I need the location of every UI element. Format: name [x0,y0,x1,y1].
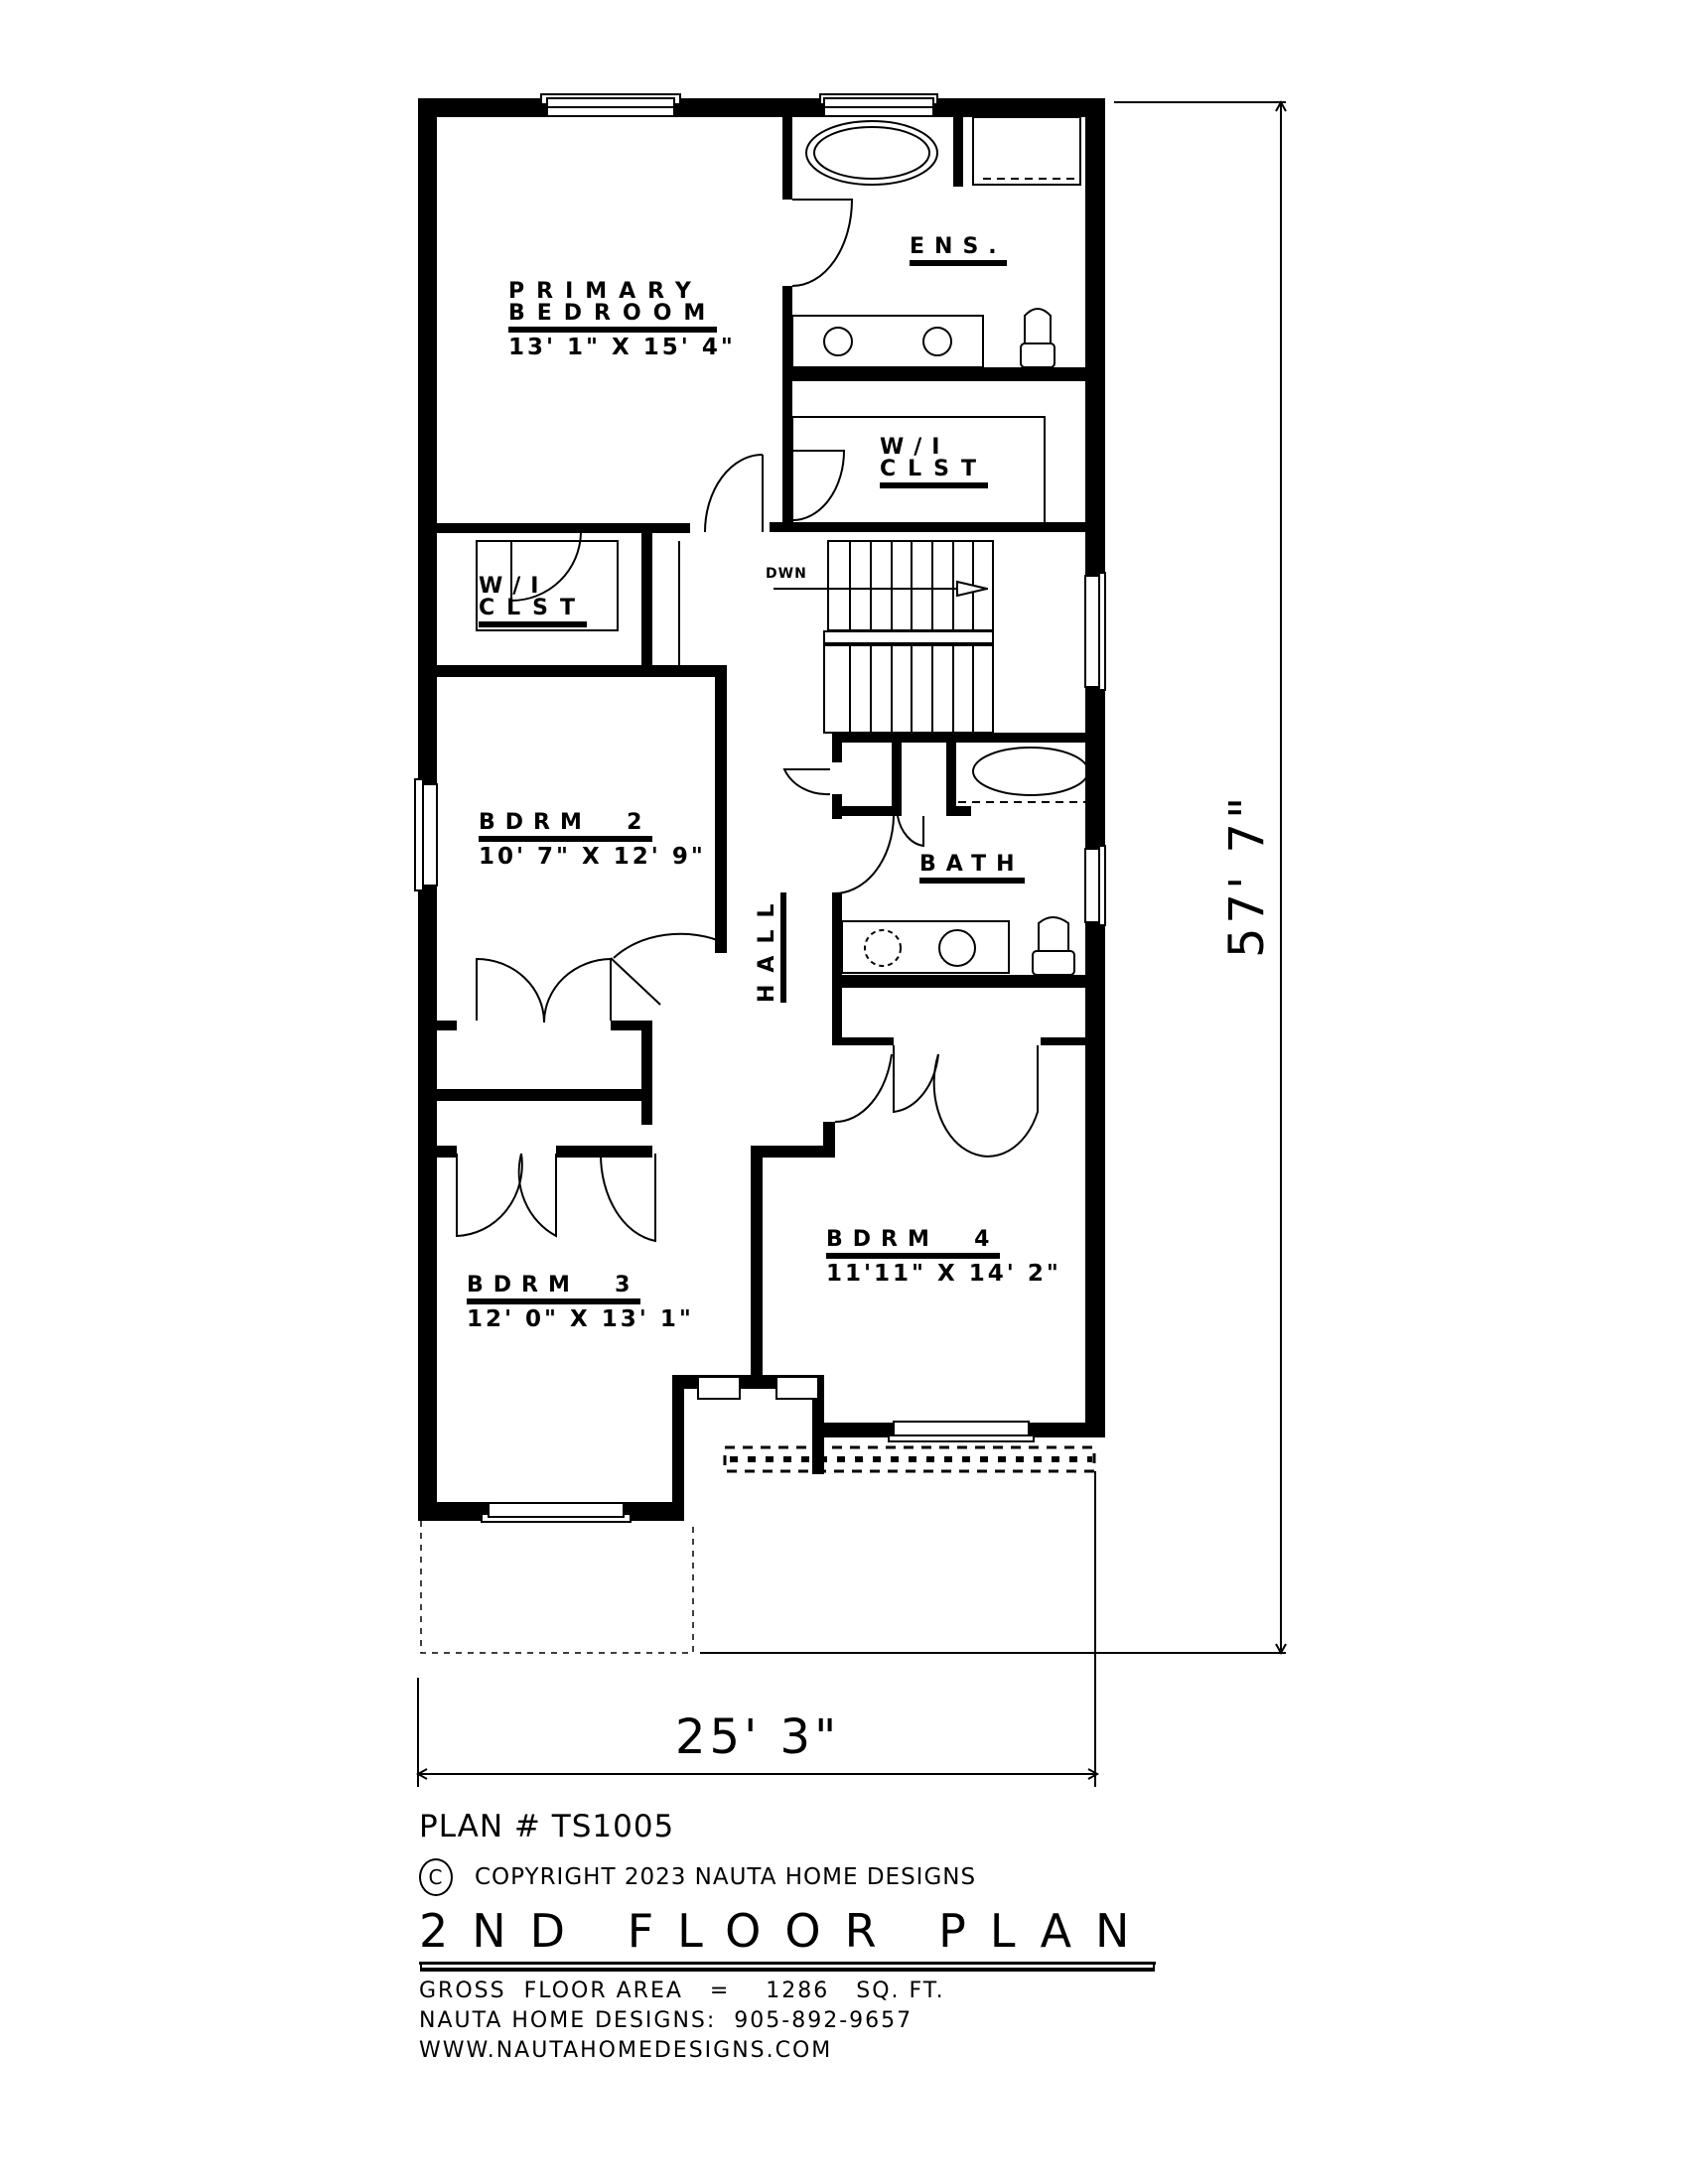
room-label-primary-bedroom: PRIMARY BEDROOM 13' 1" X 15' 4" [508,279,736,360]
room-label-bath: BATH [919,854,1025,884]
room-name: BATH [919,854,1025,884]
dimension-width-label: 25' 3" [675,1709,841,1765]
room-dimensions: 13' 1" X 15' 4" [508,335,736,360]
contact-phone: NAUTA HOME DESIGNS: 905-892-9657 [419,2008,914,2033]
room-name: BEDROOM [508,303,718,333]
room-label-ensuite: ENS. [910,236,1007,266]
room-name: W/I [479,574,549,599]
fixtures-and-doors [414,93,1287,1787]
room-dimensions: 12' 0" X 13' 1" [467,1306,694,1332]
plan-info: GROSS FLOOR AREA = 1286 SQ. FT. NAUTA HO… [419,1977,1174,2066]
room-name: ENS. [910,236,1007,266]
room-label-hall-walk-in-closet: W/I CLST [479,574,588,627]
gross-floor-area: GROSS FLOOR AREA = 1286 SQ. FT. [419,1979,945,2003]
room-dimensions: 11'11" X 14' 2" [826,1261,1061,1287]
room-name: CLST [479,598,588,627]
room-label-bdrm4: BDRM 4 11'11" X 14' 2" [826,1229,1061,1287]
plan-number: PLAN # TS1005 [419,1809,675,1844]
room-label-bdrm2: BDRM 2 10' 7" X 12' 9" [479,812,706,870]
stair-down-label: DWN [766,566,807,582]
copyright-text: COPYRIGHT 2023 NAUTA HOME DESIGNS [475,1864,977,1890]
room-label-bdrm3: BDRM 3 12' 0" X 13' 1" [467,1275,694,1332]
room-label-hall: HALL [755,891,786,1003]
copyright-icon: C [419,1858,453,1896]
room-dimensions: 10' 7" X 12' 9" [479,844,706,870]
room-name: PRIMARY [508,279,703,304]
copyright-line: C COPYRIGHT 2023 NAUTA HOME DESIGNS [419,1858,1174,1896]
website: WWW.NAUTAHOMEDESIGNS.COM [419,2038,833,2063]
floor-plan-title: 2ND FLOOR PLAN [419,1904,1156,1965]
room-name: BDRM 3 [467,1275,640,1304]
room-name: HALL [755,891,786,1003]
room-name: CLST [880,459,989,488]
room-name: BDRM 4 [826,1229,1000,1259]
dimension-depth-label: 57' 7" [1219,792,1275,958]
title-block: PLAN # TS1005 C COPYRIGHT 2023 NAUTA HOM… [419,1809,1174,2066]
room-name: W/I [880,435,950,460]
room-name: BDRM 2 [479,812,652,842]
room-label-primary-walk-in-closet: W/I CLST [880,435,989,488]
